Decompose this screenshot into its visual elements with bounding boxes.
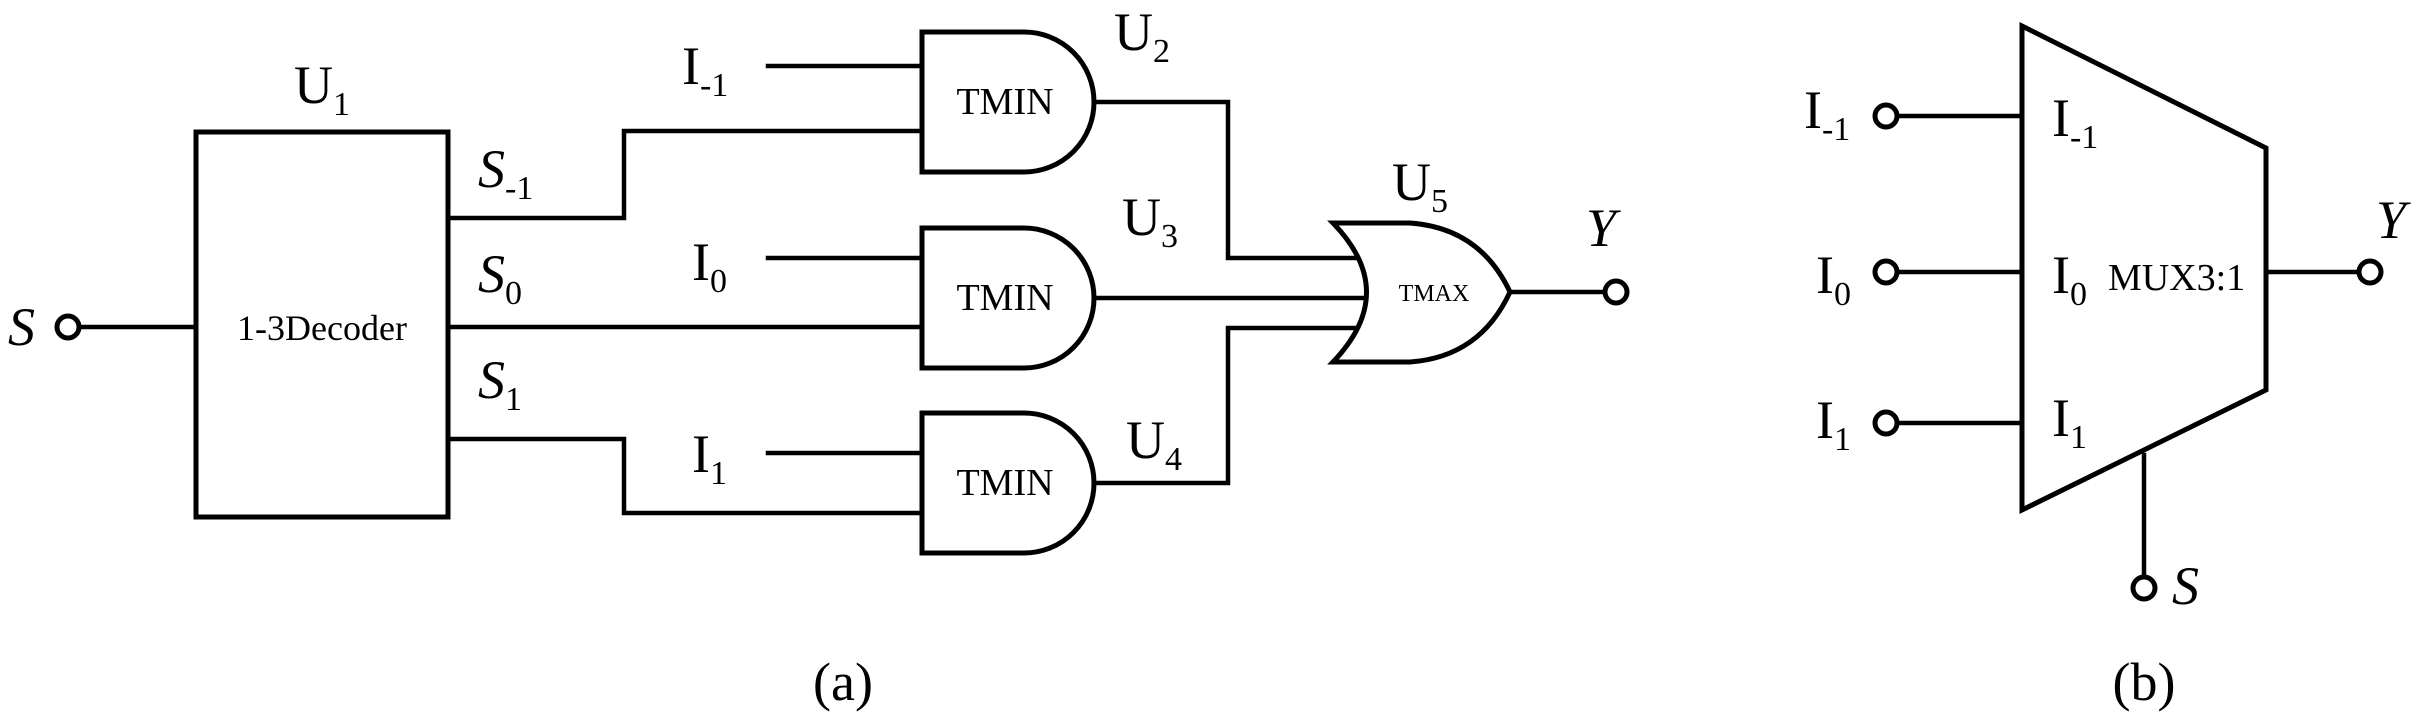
input-i1-label: I1 xyxy=(692,424,727,492)
mux-input-i0-terminal xyxy=(1872,258,1900,286)
wire-u2-out xyxy=(1091,99,1373,261)
select-s-minus1-label: S-1 xyxy=(478,139,533,207)
mux-input-i0-inner-label: I0 xyxy=(2052,245,2087,313)
decoder-name: U1 xyxy=(294,55,350,123)
output-y-label: Y xyxy=(1586,198,1621,258)
decoder-box xyxy=(193,129,451,520)
tmax-gate-u5-label: TMAX xyxy=(1399,281,1470,307)
wire-u4-out xyxy=(1091,325,1373,486)
panel-b: MUX3:1 I-1 I-1 I0 I0 I1 I1 Y S (b) xyxy=(1804,21,2411,712)
tmin-gate-u2-label: TMIN xyxy=(956,81,1053,123)
tmin-gate-u3-label: TMIN xyxy=(956,277,1053,319)
tmin-gate-u4 xyxy=(919,410,1097,556)
mux-output-y-terminal xyxy=(2356,258,2384,286)
decoder-label: 1-3Decoder xyxy=(237,308,407,348)
wire-s-minus1 xyxy=(445,128,925,221)
select-s1-label: S1 xyxy=(478,350,522,418)
input-s-terminal xyxy=(54,313,82,341)
mux-label: MUX3:1 xyxy=(2108,257,2245,299)
tmax-gate-u5 xyxy=(1327,220,1513,365)
tmin-gate-u2 xyxy=(919,29,1097,175)
tmin-gate-u2-name: U2 xyxy=(1114,2,1170,70)
mux-input-i-minus1-terminal xyxy=(1872,102,1900,130)
mux-input-i0-outer-label: I0 xyxy=(1816,245,1851,313)
tmin-gate-u3-name: U3 xyxy=(1122,187,1178,255)
mux-output-y-label: Y xyxy=(2376,190,2411,250)
panel-a: 1-3Decoder U1 S S-1 S0 S1 I-1 I0 I1 TMIN… xyxy=(8,2,1630,712)
tmax-gate-u5-name: U5 xyxy=(1392,152,1448,220)
mux-body xyxy=(2019,21,2269,515)
mux-select-s-label: S xyxy=(2172,556,2199,616)
output-y-terminal xyxy=(1602,278,1630,306)
tmin-gate-u4-name: U4 xyxy=(1126,410,1182,478)
mux-input-i1-outer-label: I1 xyxy=(1816,390,1851,458)
tmin-gate-u3 xyxy=(919,225,1097,371)
input-i0-label: I0 xyxy=(692,232,727,300)
mux-select-s-terminal xyxy=(2130,574,2158,602)
caption-b: (b) xyxy=(2113,652,2176,712)
select-s0-label: S0 xyxy=(478,244,522,312)
mux-input-i1-terminal xyxy=(1872,409,1900,437)
mux-input-i1-inner-label: I1 xyxy=(2052,388,2087,456)
input-s-label: S xyxy=(8,297,35,357)
mux-input-i-minus1-inner-label: I-1 xyxy=(2052,88,2098,156)
input-i-minus1-label: I-1 xyxy=(682,36,728,104)
tmin-gate-u4-label: TMIN xyxy=(956,462,1053,504)
caption-a: (a) xyxy=(813,652,873,712)
mux-input-i-minus1-outer-label: I-1 xyxy=(1804,80,1850,148)
wire-s1 xyxy=(445,436,925,516)
